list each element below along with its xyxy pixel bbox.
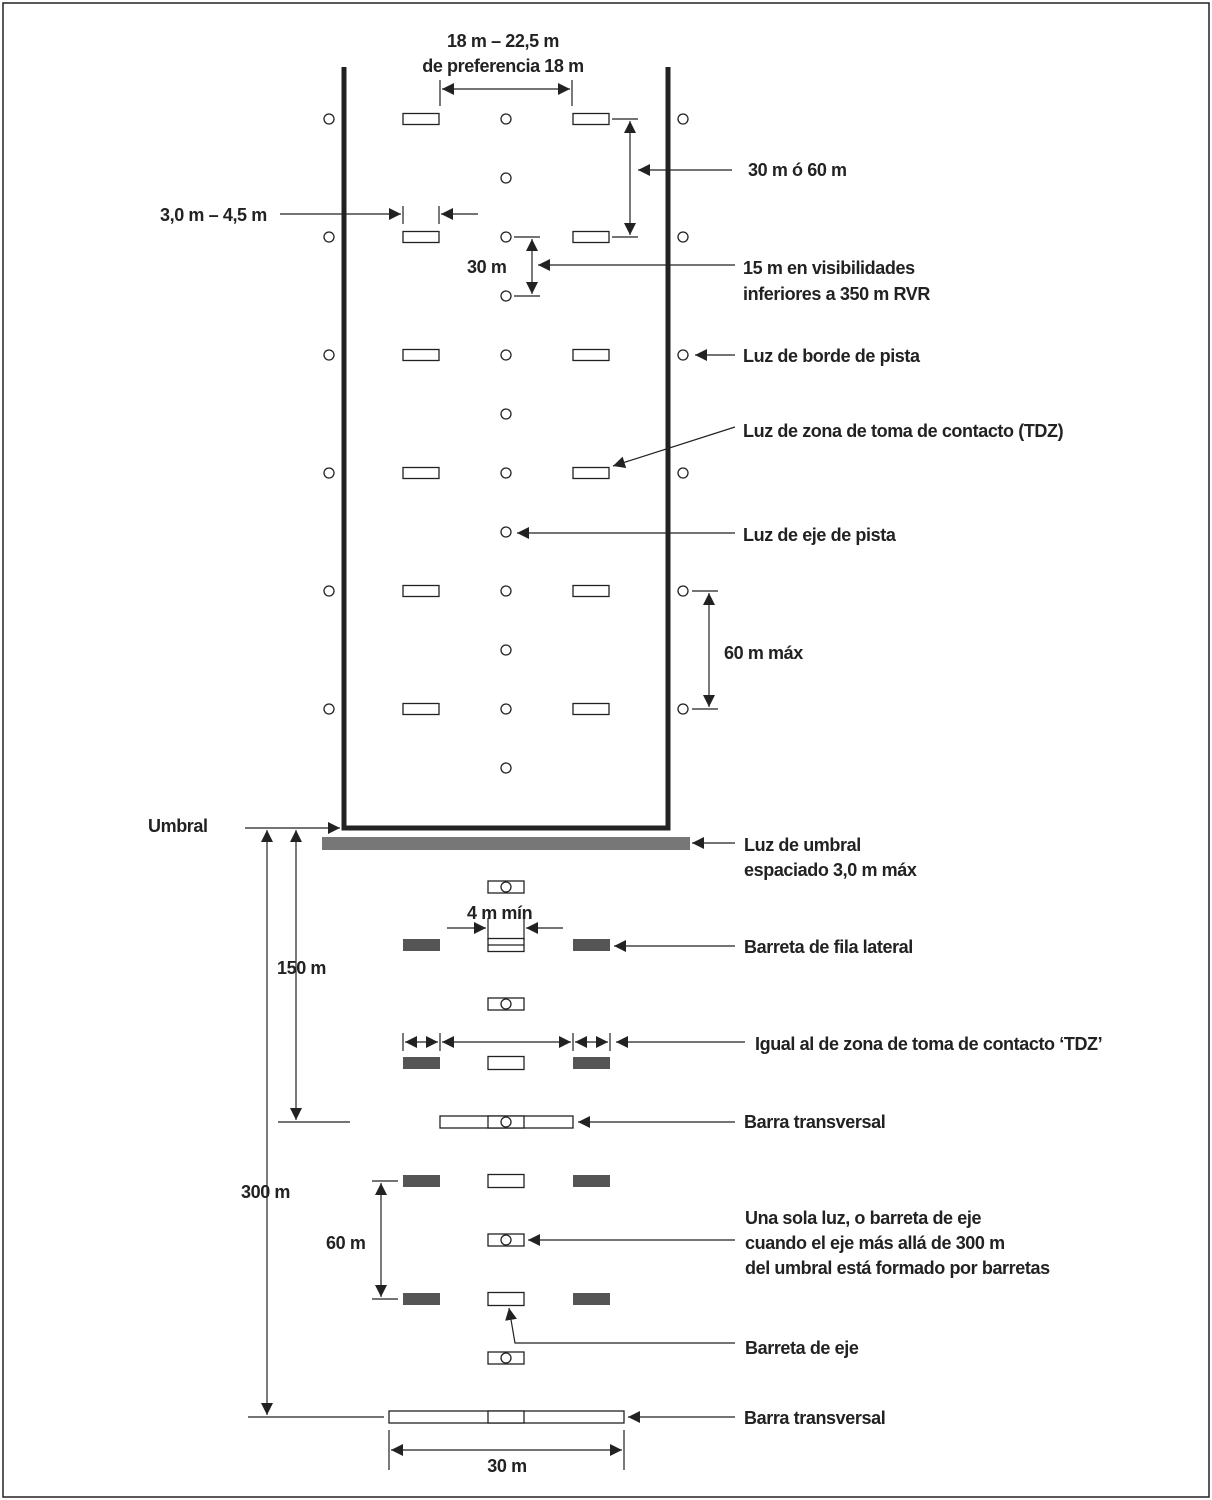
tdz-barrette: [402, 230, 440, 244]
edge-light: [677, 585, 689, 597]
tdz-barrette: [572, 466, 610, 480]
crossbar-width-label: 30 m: [487, 1456, 526, 1476]
side-row-barrette: [403, 1293, 440, 1305]
side-row-barrette: [573, 1293, 610, 1305]
side-row-barrette: [573, 1057, 610, 1069]
centerline-light: [500, 290, 512, 302]
crossbar-center: [487, 1410, 525, 1424]
threshold-light-label-1: Luz de umbral: [744, 835, 861, 855]
centerline-light-label: Luz de eje de pista: [743, 525, 897, 545]
tdz-barrette: [572, 584, 610, 598]
same-as-tdz-label: Igual al de zona de toma de contacto ‘TD…: [755, 1034, 1102, 1054]
tdz-light-label: Luz de zona de toma de contacto (TDZ): [743, 421, 1064, 441]
centerline-barrette: [487, 1055, 525, 1071]
centerline-light: [500, 881, 512, 893]
threshold-light-bar: [322, 837, 690, 850]
threshold-light-label-2: espaciado 3,0 m máx: [744, 860, 917, 880]
centerline-light: [500, 172, 512, 184]
side-row-label: Barreta de fila lateral: [744, 937, 913, 957]
centerline-spacing-label: 30 m: [467, 257, 506, 277]
width-range-label: 18 m – 22,5 m: [447, 31, 559, 51]
tdz-barrette: [572, 230, 610, 244]
side-row-barrette: [573, 1175, 610, 1187]
edge-light: [677, 113, 689, 125]
edge-light: [323, 113, 335, 125]
distance-60-label: 60 m: [326, 1233, 365, 1253]
edge-light: [677, 231, 689, 243]
low-visibility-label-2: inferiores a 350 m RVR: [743, 284, 930, 304]
dimension-lines: [245, 80, 745, 1470]
centerline-light: [500, 349, 512, 361]
tdz-barrette: [402, 112, 440, 126]
centerline-light: [500, 585, 512, 597]
distance-150-label: 150 m: [277, 958, 326, 978]
tdz-barrette: [402, 702, 440, 716]
min-gap-label: 4 m mín: [467, 903, 532, 923]
side-row-barrette: [403, 1175, 440, 1187]
edge-light: [323, 231, 335, 243]
tdz-barrette: [572, 702, 610, 716]
crossbar-label-2: Barra transversal: [744, 1408, 885, 1428]
distance-300-label: 300 m: [241, 1182, 290, 1202]
edge-light: [677, 349, 689, 361]
tdz-bar-length-label: 3,0 m – 4,5 m: [160, 205, 267, 225]
centerline-light: [500, 113, 512, 125]
centerline-light: [500, 467, 512, 479]
tdz-spacing-label: 30 m ó 60 m: [748, 160, 847, 180]
tdz-barrette: [402, 348, 440, 362]
edge-light: [323, 349, 335, 361]
single-light-label-3: del umbral está formado por barretas: [745, 1258, 1050, 1278]
centerline-light: [500, 703, 512, 715]
runway-outline: [341, 67, 671, 831]
centerline-light: [500, 1116, 512, 1128]
width-preference-label: de preferencia 18 m: [422, 56, 583, 76]
edge-spacing-label: 60 m máx: [724, 643, 803, 663]
threshold-label: Umbral: [148, 816, 208, 836]
centerline-light: [500, 231, 512, 243]
single-light-label-1: Una sola luz, o barreta de eje: [745, 1208, 981, 1228]
edge-light: [323, 585, 335, 597]
centerline-barrette-label: Barreta de eje: [745, 1338, 859, 1358]
centerline-barrette: [487, 1291, 525, 1307]
centerline-light: [500, 408, 512, 420]
edge-light: [323, 467, 335, 479]
centerline-light: [500, 526, 512, 538]
side-row-barrette: [573, 939, 610, 951]
tdz-barrette: [572, 348, 610, 362]
tdz-barrette: [572, 112, 610, 126]
centerline-light: [500, 762, 512, 774]
edge-light-label: Luz de borde de pista: [743, 346, 921, 366]
centerline-light: [500, 998, 512, 1010]
tdz-barrette: [402, 466, 440, 480]
centerline-light: [500, 644, 512, 656]
centerline-light: [500, 1352, 512, 1364]
low-visibility-label-1: 15 m en visibilidades: [743, 258, 915, 278]
single-light-label-2: cuando el eje más allá de 300 m: [745, 1233, 1005, 1253]
crossbar-label-1: Barra transversal: [744, 1112, 885, 1132]
side-row-barrette: [403, 939, 440, 951]
edge-light: [677, 467, 689, 479]
centerline-barrette: [487, 1173, 525, 1189]
tdz-barrette: [402, 584, 440, 598]
edge-light: [323, 703, 335, 715]
centerline-light: [500, 1234, 512, 1246]
edge-light: [677, 703, 689, 715]
side-row-barrette: [403, 1057, 440, 1069]
